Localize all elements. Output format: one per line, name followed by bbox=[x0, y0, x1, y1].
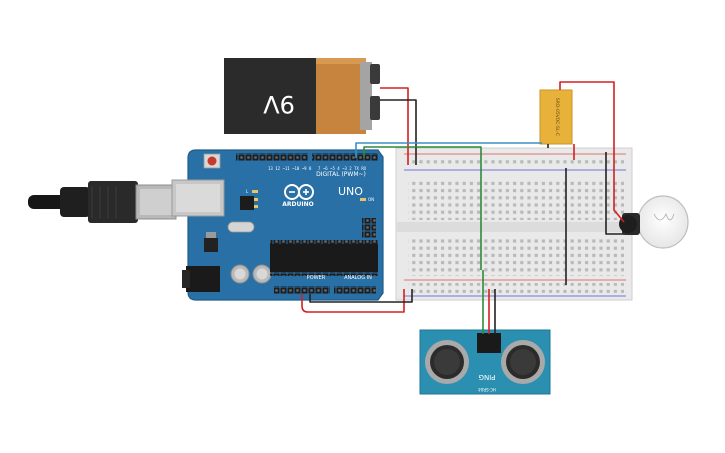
relay-module: SRD-05VDC-SL-C bbox=[539, 89, 573, 145]
wire-relay-signal bbox=[355, 142, 542, 158]
arduino-brand-label: ARDUINO bbox=[282, 201, 313, 208]
l-led-label: L bbox=[246, 189, 249, 194]
power-header-label: POWER bbox=[307, 275, 326, 281]
arduino-uno-board: DIGITAL (PWM~) 13 12 ~11 ~10 ~9 8 7 ~6 ~… bbox=[171, 149, 384, 301]
relay-label: SRD-05VDC-SL-C bbox=[554, 98, 560, 136]
svg-text:13 12 ~11 ~10 ~9 8: 13 12 ~11 ~10 ~9 8 bbox=[268, 166, 312, 171]
light-bulb-icon bbox=[619, 195, 689, 249]
voltage-regulator bbox=[204, 238, 218, 252]
l-led bbox=[252, 190, 258, 193]
crystal bbox=[227, 221, 255, 233]
battery-label: 9V bbox=[263, 90, 295, 118]
arduino-model-label: UNO bbox=[338, 185, 363, 198]
usb-chip bbox=[240, 196, 254, 210]
wire-trigger bbox=[363, 146, 482, 232]
reset-button[interactable] bbox=[203, 153, 221, 169]
sensor-brand: PING bbox=[479, 373, 496, 381]
digital-header-label: DIGITAL (PWM~) bbox=[316, 171, 366, 178]
digital-pin-numbers: 13 12 ~11 ~10 ~9 8 7 ~6 ~5 4 ~3 2 TX RX bbox=[268, 166, 367, 171]
sensor-model: HC-SR04 bbox=[478, 387, 496, 392]
svg-text:7 ~6 ~5 4 ~3 2 TX RX: 7 ~6 ~5 4 ~3 2 TX RX bbox=[318, 166, 367, 171]
usb-cable bbox=[28, 181, 177, 223]
icsp-header bbox=[362, 218, 376, 238]
breadboard bbox=[395, 147, 633, 301]
power-header bbox=[274, 286, 330, 294]
arduino-logo-icon bbox=[284, 184, 314, 200]
analog-header bbox=[334, 286, 376, 294]
wires bbox=[301, 81, 625, 334]
on-led bbox=[360, 198, 366, 201]
wire-5v bbox=[301, 289, 405, 313]
atmega-chip bbox=[270, 240, 378, 276]
wire-bulb-ground bbox=[605, 152, 624, 235]
ultrasonic-sensor: PING HC-SR04 bbox=[419, 329, 551, 395]
wire-relay-to-bulb bbox=[559, 81, 625, 223]
9v-battery: 9V bbox=[224, 58, 380, 134]
tx-led bbox=[252, 198, 258, 201]
on-led-label: ON bbox=[368, 197, 374, 202]
wire-battery-positive bbox=[380, 87, 409, 165]
capacitors bbox=[230, 264, 272, 284]
wire-gnd bbox=[309, 289, 413, 303]
analog-header-label: ANALOG IN bbox=[344, 275, 372, 281]
rx-led bbox=[252, 205, 258, 208]
